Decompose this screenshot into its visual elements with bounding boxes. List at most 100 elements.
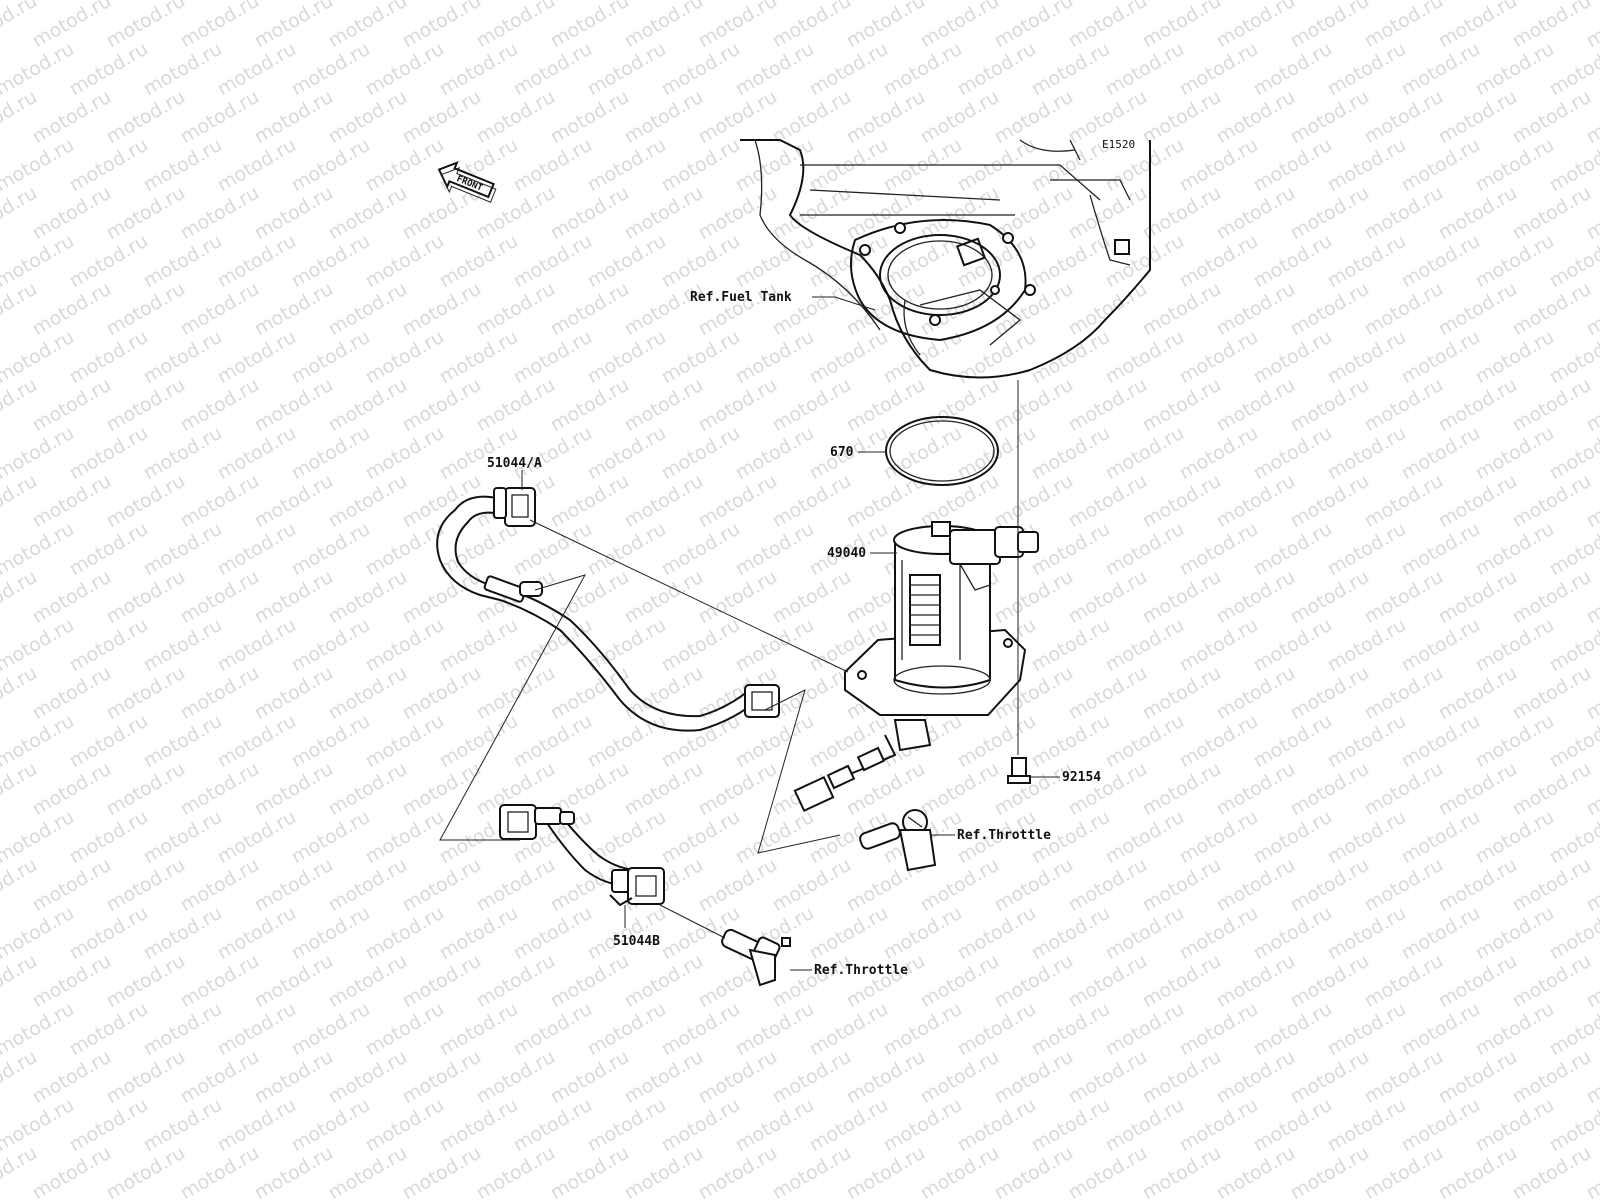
watermark-text: motod.ru xyxy=(66,518,152,581)
watermark-text: motod.ru xyxy=(103,854,189,917)
watermark-text: motod.ru xyxy=(140,230,226,293)
watermark-text: motod.ru xyxy=(584,902,670,965)
watermark-text: motod.ru xyxy=(177,662,263,725)
watermark-text: motod.ru xyxy=(1176,710,1262,773)
watermark-text: motod.ru xyxy=(991,1046,1077,1109)
watermark-text: motod.ru xyxy=(954,326,1040,389)
watermark-text: motod.ru xyxy=(325,662,411,725)
watermark-text: motod.ru xyxy=(769,566,855,629)
watermark-text: motod.ru xyxy=(1139,278,1225,341)
watermark-text: motod.ru xyxy=(1250,134,1336,197)
watermark-text: motod.ru xyxy=(1472,998,1558,1061)
watermark-text: motod.ru xyxy=(29,278,115,341)
watermark-text: motod.ru xyxy=(1176,1094,1262,1157)
watermark-text: motod.ru xyxy=(399,470,485,533)
watermark-text: motod.ru xyxy=(1139,182,1225,245)
watermark-text: motod.ru xyxy=(843,0,929,52)
watermark-text: motod.ru xyxy=(510,326,596,389)
watermark-text: motod.ru xyxy=(1509,86,1595,149)
watermark-text: motod.ru xyxy=(1435,662,1521,725)
watermark-text: motod.ru xyxy=(1287,662,1373,725)
watermark-text: motod.ru xyxy=(362,1094,448,1157)
watermark-text: motod.ru xyxy=(695,182,781,245)
watermark-text: motod.ru xyxy=(1361,1046,1447,1109)
watermark-text: motod.ru xyxy=(1250,422,1336,485)
watermark-text: motod.ru xyxy=(66,422,152,485)
watermark-text: motod.ru xyxy=(1287,758,1373,821)
watermark-text: motod.ru xyxy=(806,998,892,1061)
watermark-text: motod.ru xyxy=(1324,614,1410,677)
watermark-text: motod.ru xyxy=(103,278,189,341)
watermark-text: motod.ru xyxy=(547,374,633,437)
watermark-text: motod.ru xyxy=(954,902,1040,965)
watermark-text: motod.ru xyxy=(251,1046,337,1109)
watermark-text: motod.ru xyxy=(214,614,300,677)
watermark-text: motod.ru xyxy=(806,38,892,101)
watermark-text: motod.ru xyxy=(29,1142,115,1200)
label-o-ring: 670 xyxy=(830,445,854,460)
watermark-text: motod.ru xyxy=(1213,1142,1299,1200)
watermark-text: motod.ru xyxy=(1398,902,1484,965)
watermark-text: motod.ru xyxy=(436,422,522,485)
watermark-text: motod.ru xyxy=(1139,950,1225,1013)
watermark-text: motod.ru xyxy=(251,182,337,245)
watermark-text: motod.ru xyxy=(695,1046,781,1109)
watermark-text: motod.ru xyxy=(140,902,226,965)
watermark-text: motod.ru xyxy=(66,230,152,293)
watermark-text: motod.ru xyxy=(1213,86,1299,149)
watermark-text: motod.ru xyxy=(917,374,1003,437)
watermark-text: motod.ru xyxy=(103,1046,189,1109)
watermark-text: motod.ru xyxy=(621,758,707,821)
watermark-text: motod.ru xyxy=(1065,566,1151,629)
watermark-text: motod.ru xyxy=(251,470,337,533)
watermark-text: motod.ru xyxy=(399,854,485,917)
watermark-text: motod.ru xyxy=(510,518,596,581)
watermark-text: motod.ru xyxy=(325,0,411,52)
watermark-text: motod.ru xyxy=(769,1046,855,1109)
watermark-text: motod.ru xyxy=(103,950,189,1013)
watermark-text: motod.ru xyxy=(288,422,374,485)
watermark-text: motod.ru xyxy=(251,278,337,341)
watermark-text: motod.ru xyxy=(1250,326,1336,389)
watermark-text: motod.ru xyxy=(621,566,707,629)
watermark-text: motod.ru xyxy=(695,470,781,533)
watermark-text: motod.ru xyxy=(214,1094,300,1157)
watermark-text: motod.ru xyxy=(66,134,152,197)
watermark-text: motod.ru xyxy=(1065,0,1151,52)
watermark-text: motod.ru xyxy=(66,710,152,773)
watermark-text: motod.ru xyxy=(436,1094,522,1157)
watermark-text: motod.ru xyxy=(1472,1094,1558,1157)
watermark-text: motod.ru xyxy=(1065,470,1151,533)
watermark-text: motod.ru xyxy=(140,614,226,677)
watermark-text: motod.ru xyxy=(917,758,1003,821)
watermark-text: motod.ru xyxy=(1361,662,1447,725)
watermark-text: motod.ru xyxy=(732,422,818,485)
watermark-text: motod.ru xyxy=(1472,806,1558,869)
watermark-text: motod.ru xyxy=(362,422,448,485)
watermark-text: motod.ru xyxy=(214,806,300,869)
throttle-fitting-upper xyxy=(859,809,937,872)
watermark-text: motod.ru xyxy=(843,1142,929,1200)
watermark-text: motod.ru xyxy=(399,0,485,52)
watermark-text: motod.ru xyxy=(1324,518,1410,581)
watermark-text: motod.ru xyxy=(584,614,670,677)
watermark-text: motod.ru xyxy=(584,134,670,197)
watermark-text: motod.ru xyxy=(214,998,300,1061)
watermark-text: motod.ru xyxy=(103,662,189,725)
watermark-text: motod.ru xyxy=(1398,998,1484,1061)
watermark-text: motod.ru xyxy=(1139,1142,1225,1200)
watermark-text: motod.ru xyxy=(436,38,522,101)
watermark-text: motod.ru xyxy=(1509,374,1595,437)
watermark-text: motod.ru xyxy=(547,182,633,245)
watermark-text: motod.ru xyxy=(1213,1046,1299,1109)
watermark-text: motod.ru xyxy=(1472,326,1558,389)
watermark-text: motod.ru xyxy=(1139,1046,1225,1109)
watermark-text: motod.ru xyxy=(991,470,1077,533)
watermark-text: motod.ru xyxy=(103,0,189,52)
watermark-text: motod.ru xyxy=(658,614,744,677)
watermark-text: motod.ru xyxy=(1065,182,1151,245)
watermark-text: motod.ru xyxy=(732,1094,818,1157)
watermark-text: motod.ru xyxy=(695,0,781,52)
watermark-text: motod.ru xyxy=(66,806,152,869)
